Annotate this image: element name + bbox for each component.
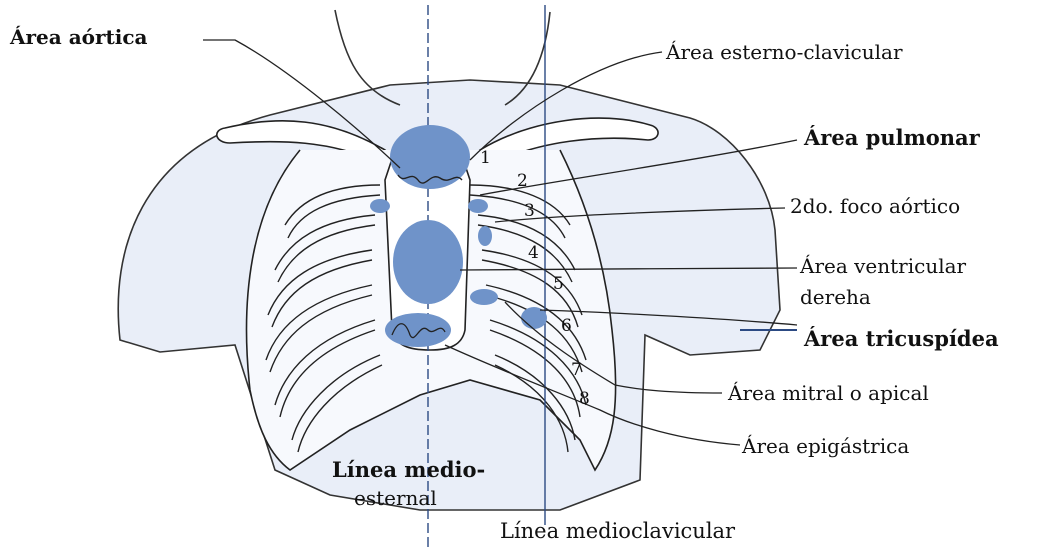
label-right-ventricular-line1: Área ventricular: [800, 256, 966, 276]
rib-number-3: 3: [524, 203, 535, 220]
tricuspid-blob: [470, 289, 498, 305]
label-aortic-area: Área aórtica: [10, 27, 148, 47]
label-midsternal-line-1: Línea medio-: [332, 459, 485, 480]
label-sternoclavicular-area: Área esterno-clavicular: [666, 42, 903, 62]
label-tricuspid-area: Área tricuspídea: [804, 328, 999, 349]
label-midsternal-line-2: esternal: [354, 488, 437, 508]
rib-number-5: 5: [553, 276, 564, 293]
label-pulmonary-area: Área pulmonar: [804, 127, 980, 148]
rib-number-8: 8: [579, 391, 590, 408]
label-midclavicular-line: Línea medioclavicular: [500, 521, 735, 542]
label-second-aortic-focus: 2do. foco aórtico: [790, 196, 960, 216]
rib-number-4: 4: [528, 245, 539, 262]
rib-number-1: 1: [480, 150, 491, 167]
right-ventricular-blob: [393, 220, 463, 304]
second-aortic-right-blob: [468, 199, 488, 213]
rib-number-6: 6: [561, 318, 572, 335]
rib-number-7: 7: [571, 362, 582, 379]
label-epigastric-area: Área epigástrica: [742, 436, 909, 456]
label-right-ventricular-line2: dereha: [800, 287, 871, 307]
third-intercostal-blob: [478, 226, 492, 246]
rib-number-2: 2: [517, 173, 528, 190]
label-mitral-area: Área mitral o apical: [728, 383, 929, 403]
second-aortic-left-blob: [370, 199, 390, 213]
